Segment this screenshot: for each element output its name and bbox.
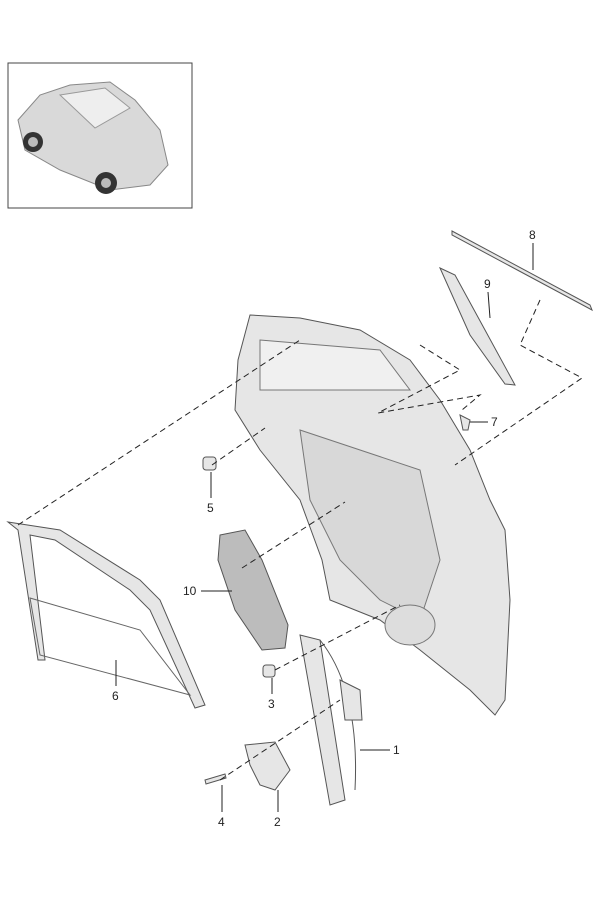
vehicle-thumbnail[interactable] bbox=[7, 62, 193, 209]
callout-1[interactable]: 1 bbox=[393, 743, 400, 757]
part-5-nut[interactable] bbox=[202, 456, 217, 471]
callout-7[interactable]: 7 bbox=[491, 415, 498, 429]
callout-9[interactable]: 9 bbox=[484, 277, 491, 291]
part-4-bolt[interactable] bbox=[204, 773, 227, 785]
callout-4[interactable]: 4 bbox=[218, 815, 225, 829]
rear-door-shell bbox=[234, 314, 511, 716]
assembly-lines bbox=[17, 299, 583, 781]
callout-10[interactable]: 10 bbox=[183, 584, 197, 598]
part-9-window-guide[interactable] bbox=[438, 266, 516, 386]
part-3-nut[interactable] bbox=[262, 664, 276, 678]
callout-6[interactable]: 6 bbox=[112, 689, 119, 703]
callout-5[interactable]: 5 bbox=[207, 501, 214, 515]
leader-lines bbox=[115, 243, 534, 812]
part-8-window-seal-strip[interactable] bbox=[451, 230, 593, 312]
part-2-window-motor[interactable] bbox=[244, 741, 291, 791]
callout-8[interactable]: 8 bbox=[529, 228, 536, 242]
callout-3[interactable]: 3 bbox=[268, 697, 275, 711]
part-7-screw[interactable] bbox=[459, 414, 471, 431]
part-6-window-glass[interactable] bbox=[6, 521, 206, 709]
part-10-sealing-pad[interactable] bbox=[217, 529, 289, 651]
callout-2[interactable]: 2 bbox=[274, 815, 281, 829]
part-1-window-regulator[interactable] bbox=[299, 634, 363, 806]
